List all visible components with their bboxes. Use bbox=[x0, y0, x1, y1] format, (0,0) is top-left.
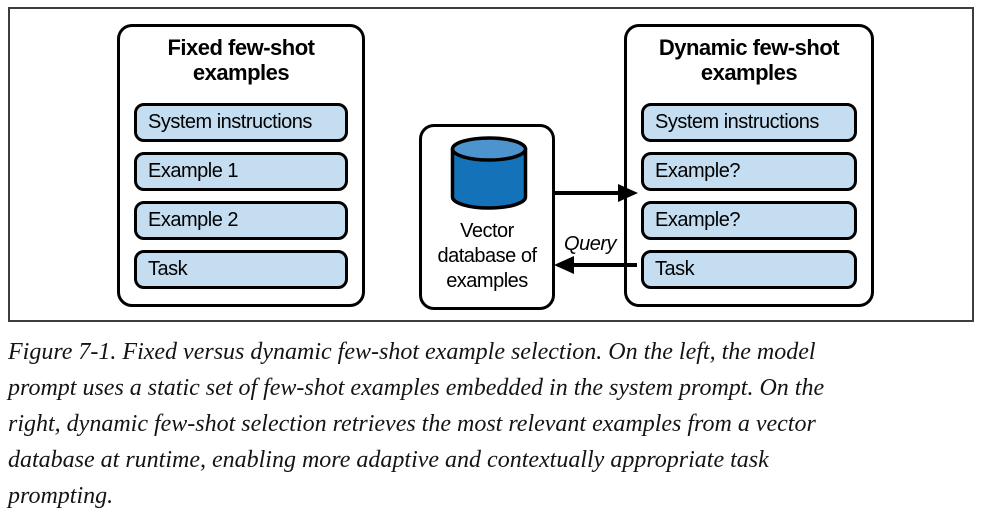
prompt-block-task: Task bbox=[134, 250, 348, 289]
dynamic-few-shot-panel: Dynamic few-shot examples System instruc… bbox=[624, 24, 874, 307]
title-line: examples bbox=[192, 60, 290, 85]
prompt-block-example-slot-1: Example? bbox=[641, 152, 857, 191]
query-label: Query bbox=[564, 233, 616, 255]
caption-line: right, dynamic few-shot selection retrie… bbox=[8, 411, 816, 437]
database-cylinder-icon bbox=[450, 136, 528, 210]
title-line: examples bbox=[700, 60, 798, 85]
vector-db-label: Vector database of examples bbox=[422, 219, 552, 294]
cylinder-body bbox=[450, 147, 528, 210]
title-line: Dynamic few-shot bbox=[658, 35, 840, 60]
prompt-block-system-instructions: System instructions bbox=[641, 103, 857, 142]
db-label-line: examples bbox=[446, 270, 528, 292]
dynamic-prompt-stack: System instructions Example? Example? Ta… bbox=[641, 103, 857, 289]
figure-caption: Figure 7-1. Fixed versus dynamic few-sho… bbox=[8, 334, 824, 514]
diagram-frame: Fixed few-shot examples System instructi… bbox=[8, 7, 974, 322]
caption-line: database at runtime, enabling more adapt… bbox=[8, 447, 769, 473]
caption-line: prompt uses a static set of few-shot exa… bbox=[8, 375, 825, 401]
db-label-line: database of bbox=[437, 245, 537, 267]
fixed-prompt-stack: System instructions Example 1 Example 2 … bbox=[134, 103, 348, 289]
prompt-block-example-1: Example 1 bbox=[134, 152, 348, 191]
prompt-block-system-instructions: System instructions bbox=[134, 103, 348, 142]
vector-db-panel: Vector database of examples bbox=[419, 124, 555, 310]
title-line: Fixed few-shot bbox=[167, 35, 315, 60]
fixed-panel-title: Fixed few-shot examples bbox=[120, 27, 362, 85]
prompt-block-example-slot-2: Example? bbox=[641, 201, 857, 240]
cylinder-top bbox=[450, 136, 528, 162]
db-label-line: Vector bbox=[460, 220, 514, 242]
prompt-block-example-2: Example 2 bbox=[134, 201, 348, 240]
fixed-few-shot-panel: Fixed few-shot examples System instructi… bbox=[117, 24, 365, 307]
prompt-block-task: Task bbox=[641, 250, 857, 289]
caption-line: Figure 7-1. Fixed versus dynamic few-sho… bbox=[8, 339, 816, 365]
dynamic-panel-title: Dynamic few-shot examples bbox=[627, 27, 871, 85]
caption-line: prompting. bbox=[8, 483, 114, 509]
